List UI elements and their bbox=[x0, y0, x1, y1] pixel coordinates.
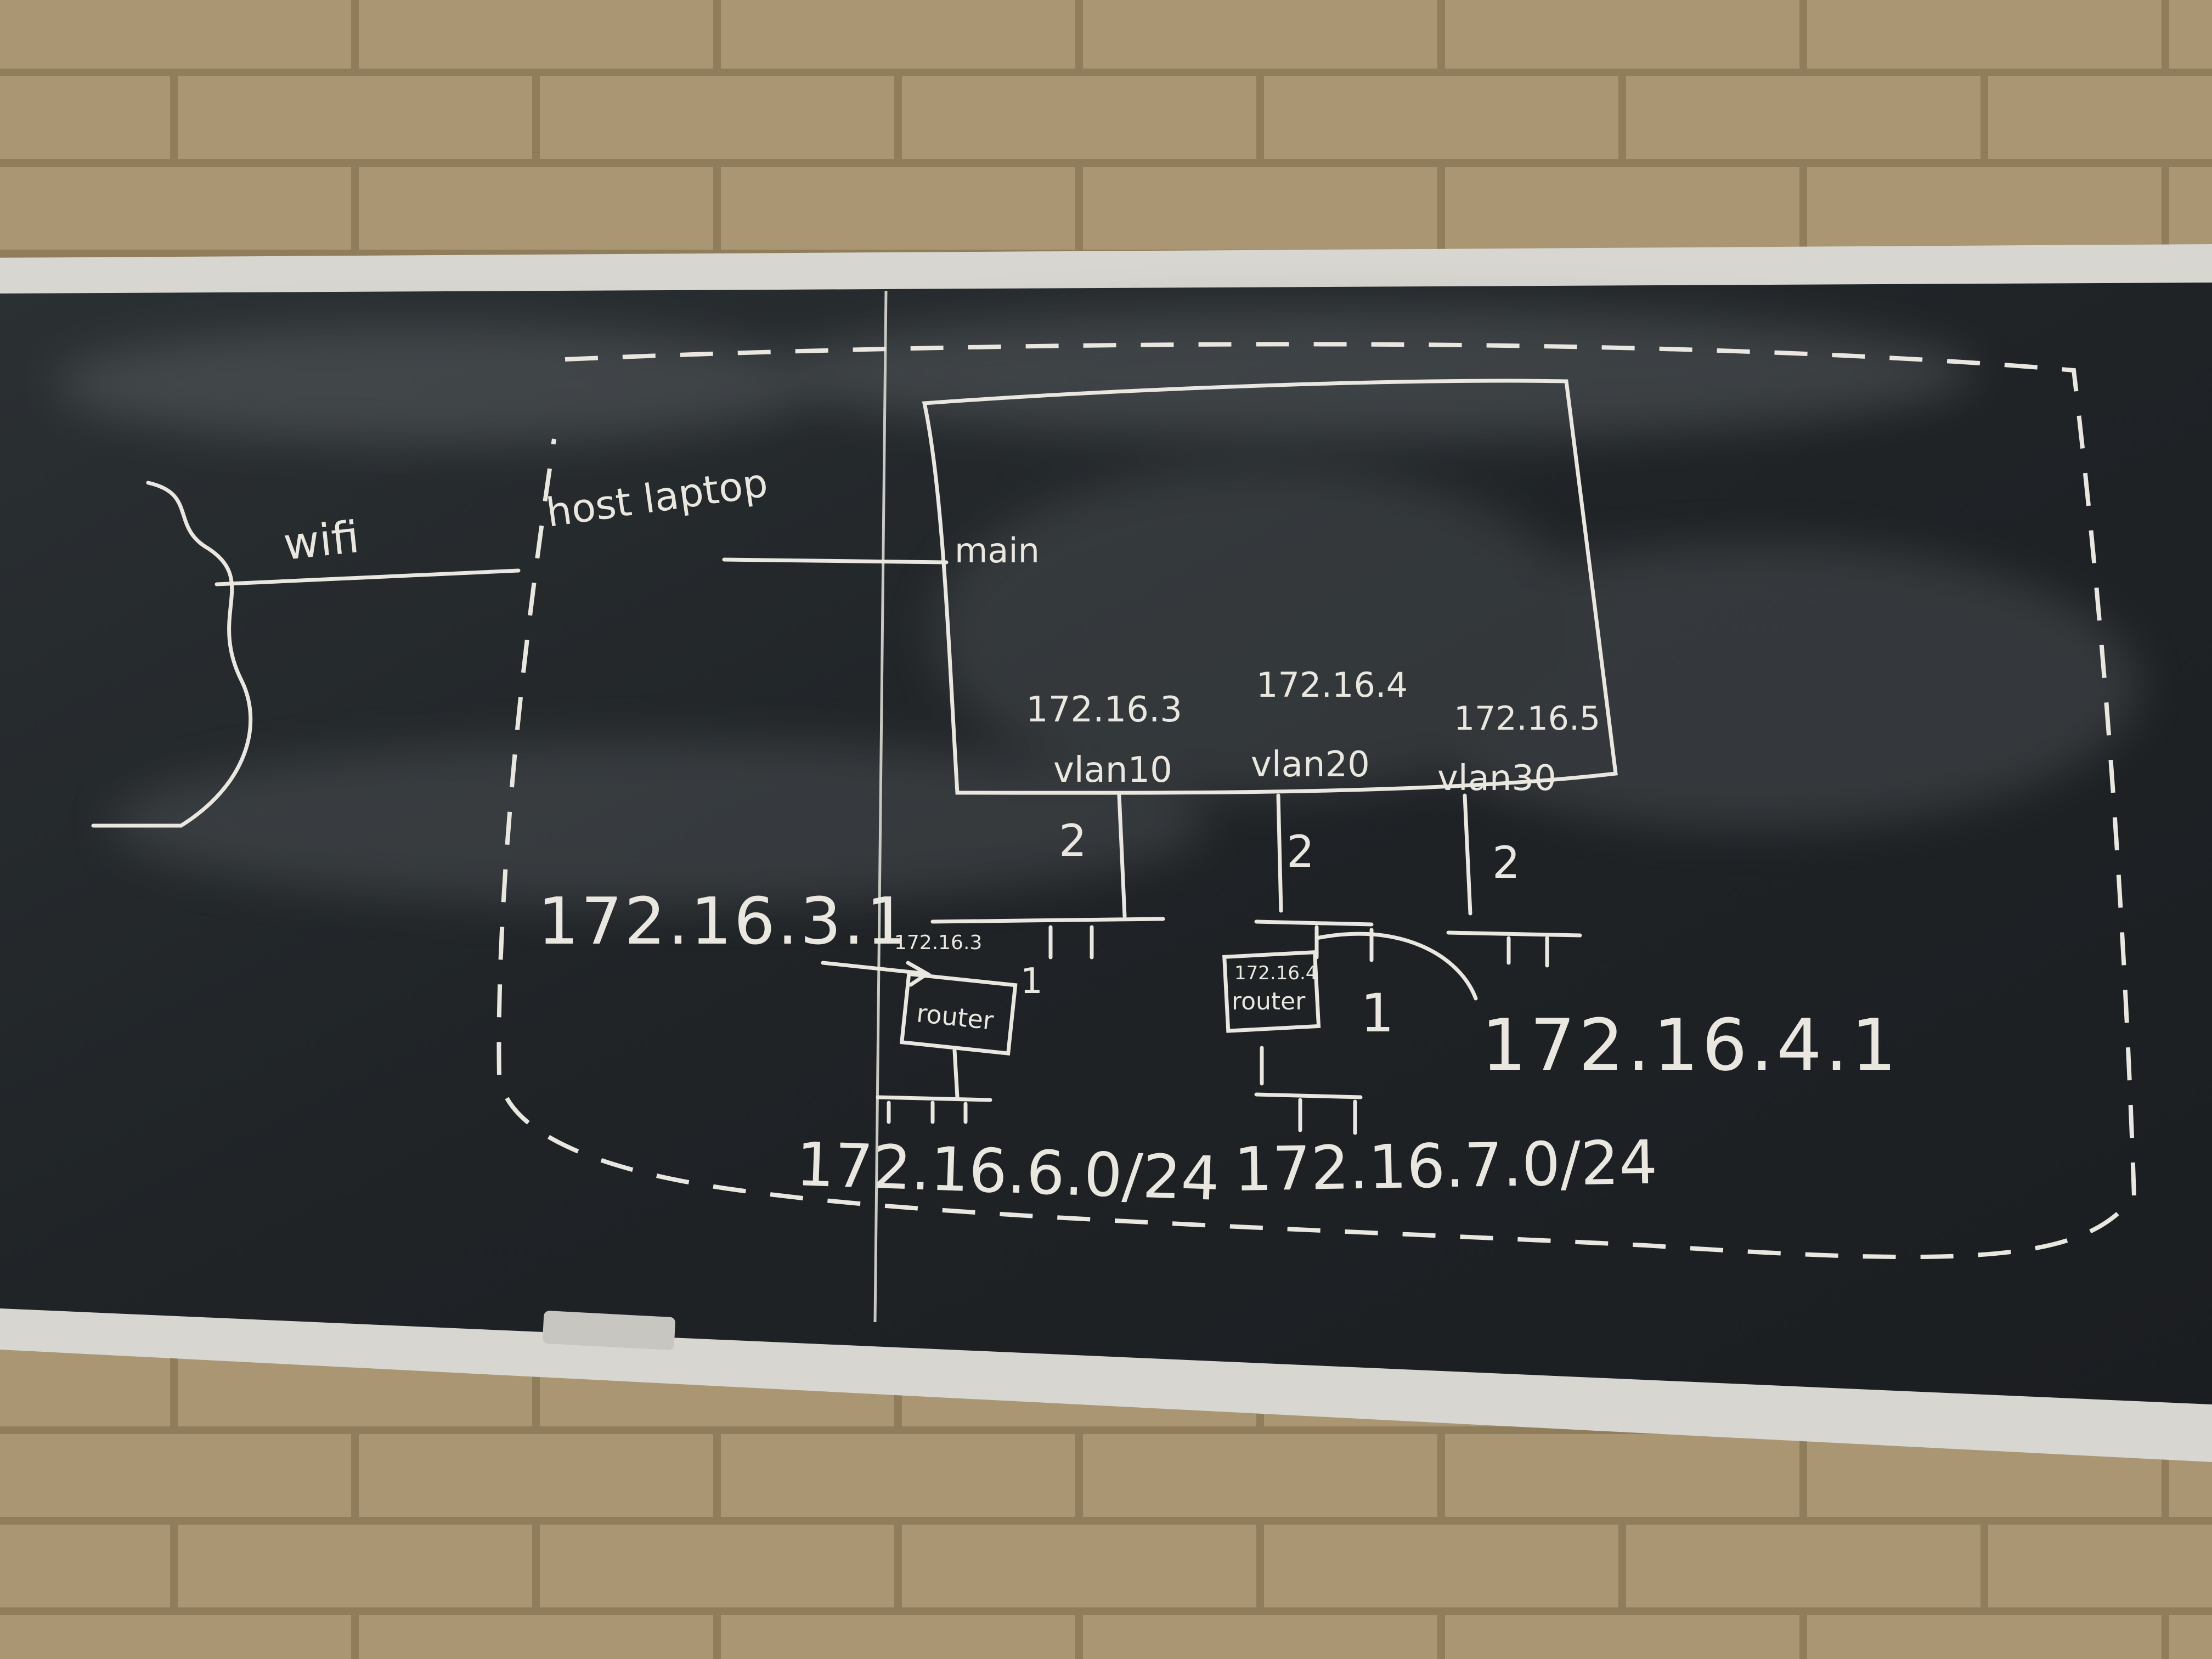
vlan20-name: vlan20 bbox=[1251, 744, 1370, 785]
vlan30-ip: 172.16.5 bbox=[1454, 699, 1600, 738]
eraser-smudges bbox=[55, 307, 2140, 905]
laptop-to-main-line bbox=[722, 557, 949, 565]
router-right-arc bbox=[1314, 932, 1478, 1001]
vlan30-bar bbox=[1446, 930, 1582, 968]
subnet-right-bar bbox=[1254, 1092, 1363, 1135]
main-switch-box bbox=[922, 379, 1618, 795]
vlan20-stem bbox=[1276, 793, 1283, 913]
vlan30-link-count: 2 bbox=[1492, 837, 1520, 888]
subnet-left: 172.16.6.0/24 bbox=[795, 1129, 1221, 1214]
router-right-link: 1 bbox=[1361, 983, 1394, 1044]
vlan10-bar bbox=[930, 917, 1165, 960]
vlan30-stem bbox=[1463, 793, 1472, 916]
vlan20-ip: 172.16.4 bbox=[1256, 665, 1408, 705]
router-right-label: router bbox=[1232, 988, 1306, 1015]
main-label: main bbox=[955, 531, 1040, 571]
subnet-left-bar bbox=[876, 1095, 992, 1124]
network-diagram bbox=[91, 379, 1618, 1135]
vlan20-link-count: 2 bbox=[1286, 826, 1314, 877]
gateway-arrow bbox=[821, 961, 931, 987]
vlan10-name: vlan10 bbox=[1053, 750, 1172, 791]
router-left-box bbox=[899, 972, 1018, 1056]
board-seam bbox=[873, 290, 888, 1323]
vlan30-name: vlan30 bbox=[1437, 758, 1556, 799]
vlan10-stem bbox=[1117, 793, 1127, 918]
gateway-right-ip: 172.16.4.1 bbox=[1481, 1003, 1900, 1087]
subnet-right: 172.16.7.0/24 bbox=[1233, 1127, 1658, 1205]
router-left-link: 1 bbox=[1020, 961, 1043, 1002]
router-left-stem bbox=[952, 1048, 960, 1099]
gateway-left-ip: 172.16.3.1 bbox=[538, 883, 910, 959]
router-right-ip: 172.16.4 bbox=[1234, 962, 1317, 984]
eraser bbox=[543, 1311, 675, 1350]
router-right-box bbox=[1222, 950, 1321, 1033]
router-left-ip: 172.16.3 bbox=[894, 932, 982, 954]
wifi-line bbox=[215, 568, 521, 586]
wifi-brace bbox=[91, 481, 253, 828]
vlan10-ip: 172.16.3 bbox=[1026, 690, 1182, 730]
vlan10-link-count: 2 bbox=[1059, 815, 1087, 866]
dashed-boundary bbox=[496, 342, 2137, 1260]
wifi-label: wifi bbox=[281, 511, 362, 570]
